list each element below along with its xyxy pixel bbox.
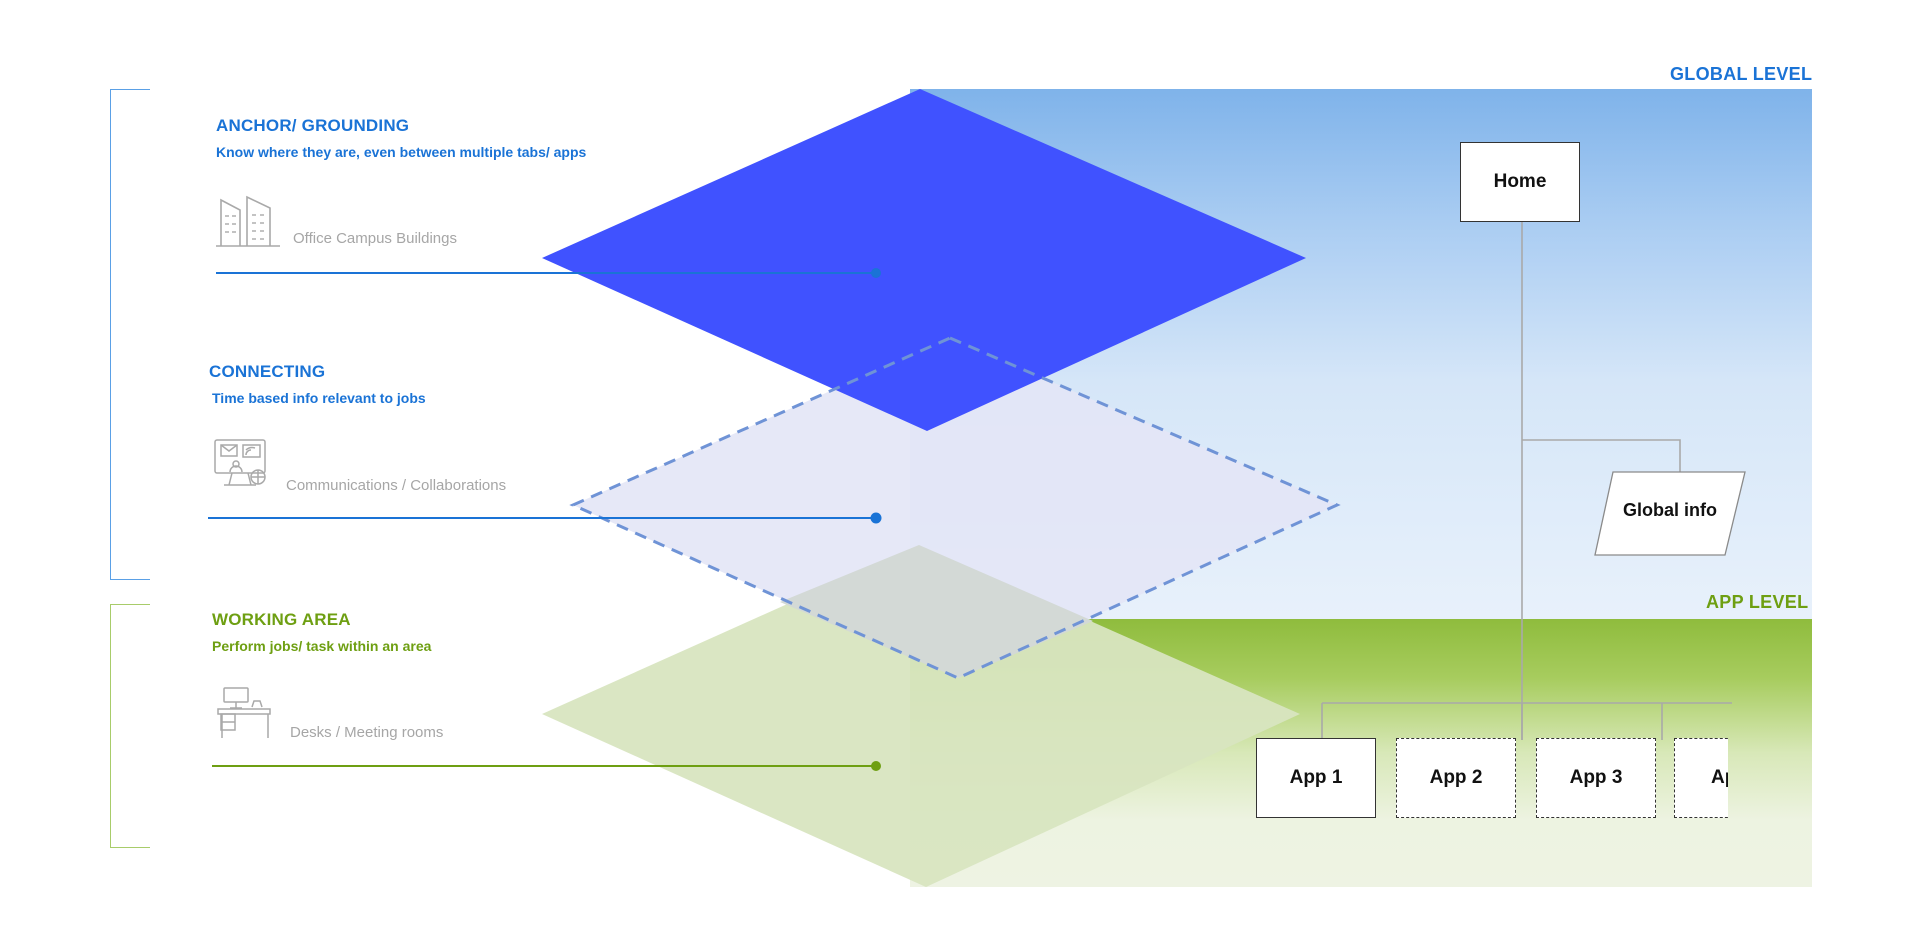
- global-level-bracket: [110, 89, 150, 580]
- anchor-connector-dot: [871, 268, 881, 278]
- app-node-1: App 1: [1256, 738, 1376, 818]
- global-level-label: GLOBAL LEVEL: [1670, 64, 1813, 84]
- connecting-example: Communications / Collaborations: [286, 477, 507, 494]
- app-node-4-label: Ap: [1711, 767, 1728, 788]
- anchor-title: ANCHOR/ GROUNDING: [216, 116, 410, 135]
- app-node-2: App 2: [1396, 738, 1516, 818]
- layer-overlap: [780, 545, 1093, 678]
- connecting-connector-dot: [870, 512, 882, 524]
- anchor-subtitle: Know where they are, even between multip…: [216, 144, 587, 160]
- app-node-4: Ap: [1674, 738, 1728, 818]
- global-info-label: Global info: [1623, 500, 1717, 520]
- working-area-subtitle: Perform jobs/ task within an area: [212, 638, 432, 654]
- tree-lines: [1321, 222, 1732, 740]
- global-info-node: [1594, 471, 1746, 556]
- connecting-subtitle: Time based info relevant to jobs: [212, 390, 426, 406]
- home-node: Home: [1460, 142, 1580, 222]
- anchor-example: Office Campus Buildings: [293, 230, 457, 247]
- app-node-3: App 3: [1536, 738, 1656, 818]
- anchor-layer: [542, 89, 1306, 431]
- connecting-title: CONNECTING: [209, 362, 326, 381]
- app-level-bracket: [110, 604, 150, 848]
- working-area-layer: [542, 545, 1300, 887]
- working-area-title: WORKING AREA: [212, 610, 351, 629]
- connecting-layer: [573, 338, 1337, 678]
- desk-icon: [217, 687, 271, 738]
- connecting-layer-outline: [569, 336, 1341, 680]
- working-connector-dot: [871, 761, 881, 771]
- communications-icon: [214, 439, 266, 486]
- buildings-icon: [216, 195, 280, 247]
- app-node-4-clip: Ap: [1674, 738, 1728, 819]
- app-level-label: APP LEVEL: [1706, 592, 1809, 612]
- working-area-example: Desks / Meeting rooms: [290, 724, 444, 741]
